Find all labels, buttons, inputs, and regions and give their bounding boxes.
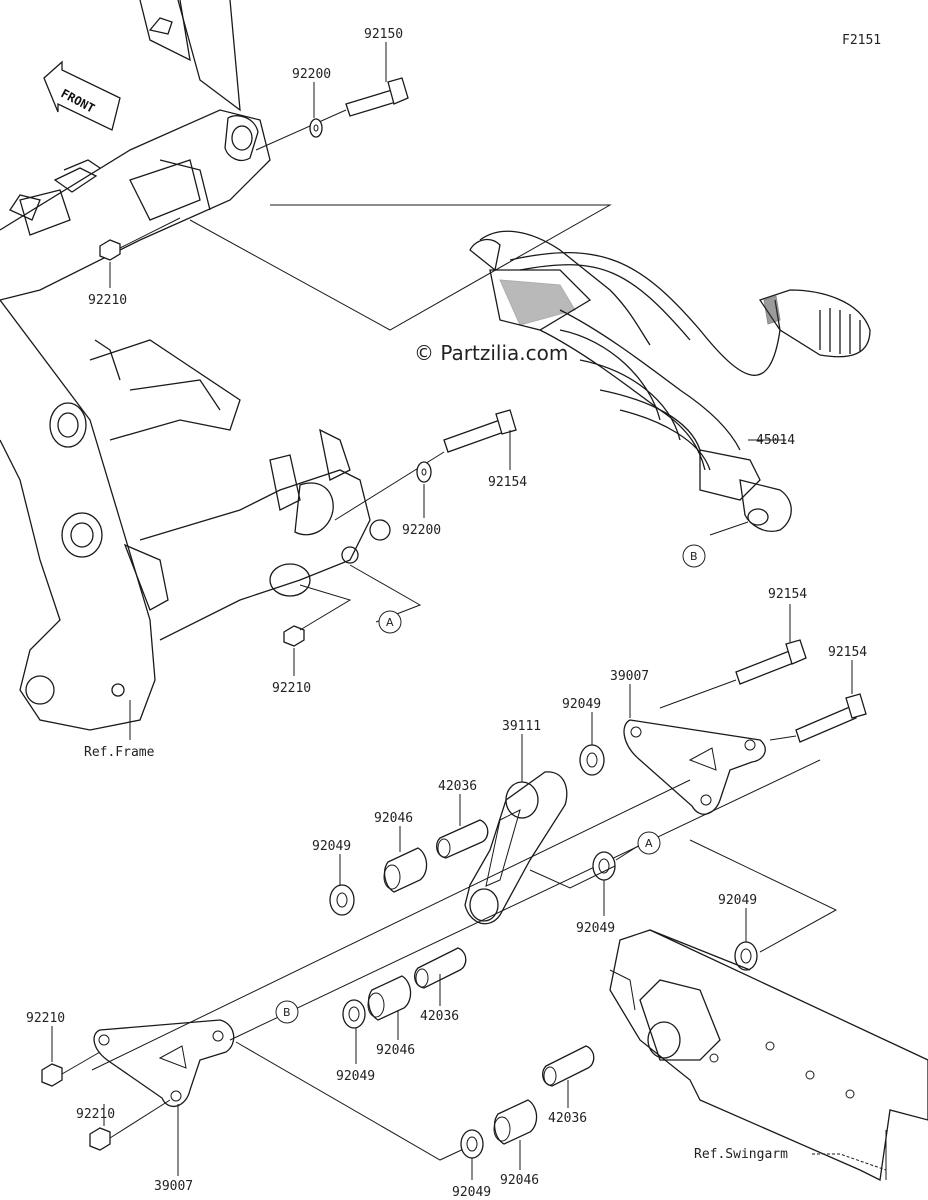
part-labels: 92150 92200 92210 45014 92154 92200 9221…	[26, 27, 867, 1200]
part-label: 92046	[500, 1173, 539, 1188]
nut-92210-mid	[283, 584, 352, 647]
part-label: 42036	[438, 779, 477, 794]
part-label: 92210	[272, 681, 311, 696]
leader-lines	[51, 42, 887, 1180]
marker-a-upper: A	[378, 610, 402, 634]
marker-b-upper: B	[682, 544, 706, 568]
part-label: 39007	[154, 1179, 193, 1194]
shock-absorber-45014	[469, 230, 871, 536]
part-label: 45014	[756, 433, 795, 448]
bolt-92154-r1	[735, 639, 807, 685]
watermark-text: © Partzilia.com	[414, 341, 568, 365]
swingarm-assembly	[609, 929, 928, 1181]
tie-rod-39007-bottom	[93, 1019, 235, 1108]
part-label: 92150	[364, 27, 403, 42]
washer-92200-top	[309, 118, 323, 138]
part-label: 92049	[312, 839, 351, 854]
part-label: 92154	[488, 475, 527, 490]
front-arrow-icon: FRONT	[43, 60, 121, 131]
part-label: 92049	[562, 697, 601, 712]
part-label: 92154	[828, 645, 867, 660]
part-label: 42036	[420, 1009, 459, 1024]
part-label: 92210	[76, 1107, 115, 1122]
part-label: 42036	[548, 1111, 587, 1126]
svg-text:B: B	[690, 550, 698, 563]
bearing-92046-c	[493, 1099, 538, 1145]
part-label: 39111	[502, 719, 541, 734]
part-label: 92046	[374, 811, 413, 826]
bushing-42036-a	[435, 819, 489, 859]
ref-frame-label: Ref.Frame	[84, 745, 155, 760]
bearing-92046-b	[367, 975, 412, 1021]
washer-92049-f	[460, 1129, 484, 1159]
part-label: 92049	[718, 893, 757, 908]
svg-text:A: A	[645, 837, 653, 850]
nut-92210-left-2	[89, 1099, 171, 1151]
part-label: 92210	[26, 1011, 65, 1026]
part-label: 92046	[376, 1043, 415, 1058]
bolt-92150	[255, 77, 409, 151]
bearing-92046-a	[383, 847, 428, 893]
frame-assembly	[0, 0, 391, 740]
part-label: 92049	[336, 1069, 375, 1084]
bolt-92154-r2	[795, 693, 867, 743]
washer-92049-c	[592, 851, 616, 881]
washer-92049-a	[579, 744, 605, 776]
washer-92049-b	[329, 884, 355, 916]
part-label: 92210	[88, 293, 127, 308]
part-label: 92200	[292, 67, 331, 82]
marker-a-lower: A	[637, 831, 661, 855]
svg-text:B: B	[283, 1006, 291, 1019]
part-label: 92200	[402, 523, 441, 538]
part-label: 92049	[576, 921, 615, 936]
figure-code: F2151	[842, 33, 881, 48]
svg-text:A: A	[386, 616, 394, 629]
bushing-42036-b	[413, 947, 467, 989]
ref-swingarm-label: Ref.Swingarm	[694, 1147, 788, 1162]
rocker-arm-39111	[464, 771, 568, 925]
bushing-42036-c	[541, 1045, 595, 1087]
washer-92049-e	[342, 999, 366, 1029]
tie-rod-39007-top	[623, 719, 766, 815]
part-label: 92154	[768, 587, 807, 602]
washer-92200-mid	[416, 461, 432, 483]
nut-92210-left-1	[41, 1051, 101, 1087]
part-label: 39007	[610, 669, 649, 684]
nut-92210-top	[99, 217, 181, 261]
marker-b-lower: B	[275, 1000, 299, 1024]
part-label: 92049	[452, 1185, 491, 1200]
